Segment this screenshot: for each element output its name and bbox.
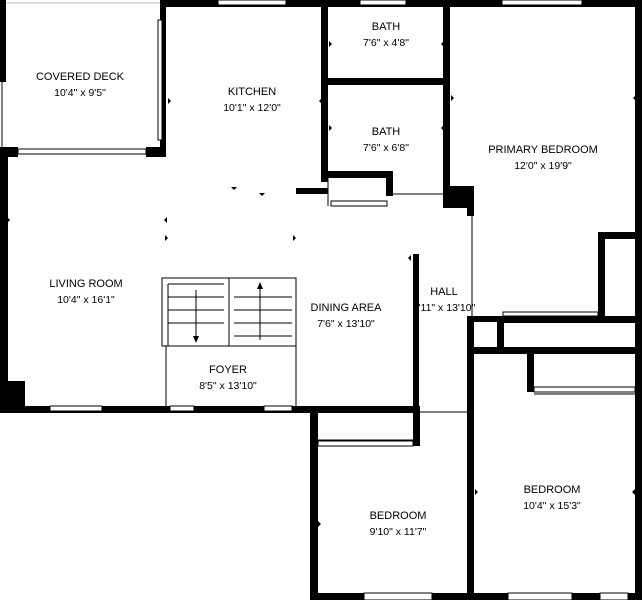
bed-right-closet — [533, 386, 636, 393]
wall-hall-mid — [468, 347, 642, 354]
wall-bath-divider — [321, 78, 449, 85]
wall-bottom-bedrooms — [310, 593, 642, 600]
foyer-name: FOYER — [209, 364, 247, 376]
wall-bath-pocket — [386, 171, 393, 196]
wall-primary-corner — [443, 186, 473, 208]
bedroom-right-dim: 10'4" x 15'3" — [523, 500, 581, 512]
living-room-name: LIVING ROOM — [49, 278, 122, 290]
wall-hall-bottom — [468, 316, 504, 322]
bath-top-dim: 7'6" x 4'8" — [363, 37, 409, 49]
measurement-ticks — [7, 41, 636, 527]
foyer-dim: 8'5" x 13'10" — [199, 380, 257, 392]
wall-primary-bottom — [497, 316, 642, 323]
wall-bed-right-closet-left — [527, 347, 534, 392]
wall-bottom-main — [0, 406, 420, 413]
wall-closet-stub — [497, 316, 504, 352]
bed-right-bottom-window-2 — [599, 592, 629, 600]
wall-hall-left — [413, 254, 419, 413]
bath-mid-dim: 7'6" x 6'8" — [363, 142, 409, 154]
dining-area-dim: 7'6" x 13'10" — [317, 318, 375, 330]
bath-top-window — [359, 0, 407, 6]
wall-bath-bottom-left — [321, 171, 393, 178]
primary-closet-door — [502, 311, 599, 317]
wall-bath-right — [443, 7, 450, 192]
wall-bath-left — [321, 7, 328, 182]
stairs — [161, 277, 297, 406]
dining-area-name: DINING AREA — [311, 302, 383, 314]
wall-primary-left — [467, 186, 474, 216]
bath-mid-name: BATH — [372, 126, 401, 138]
wall-deck-kitchen — [160, 0, 166, 148]
hall-dim: 4'11" x 13'10" — [413, 302, 476, 314]
bed-left-closet — [317, 440, 414, 447]
primary-bedroom-name: PRIMARY BEDROOM — [488, 144, 598, 156]
room-labels: COVERED DECK 10'4" x 9'5" KITCHEN 10'1" … — [36, 21, 598, 538]
bath-top-name: BATH — [372, 21, 401, 33]
wall-right-exterior — [635, 7, 642, 600]
bedroom-left-name: BEDROOM — [370, 510, 427, 522]
hall-name: HALL — [430, 286, 458, 298]
deck-slider-window — [17, 148, 147, 155]
bed-right-bottom-window — [507, 592, 573, 600]
wall-living-left — [0, 150, 8, 412]
wall-deck-corner-right — [146, 147, 166, 157]
bath-vanity — [330, 200, 388, 207]
bedroom-left-dim: 9'10" x 11'7" — [370, 526, 427, 538]
deck-kitchen-glass — [157, 19, 163, 141]
wall-deck-post — [0, 0, 6, 82]
wall-bed-left-left — [310, 406, 318, 600]
kitchen-dim: 10'1" x 12'0" — [223, 102, 281, 114]
wall-closet-top — [598, 232, 642, 239]
living-bottom-window — [49, 405, 103, 412]
wall-hall-right-lower — [467, 316, 474, 600]
primary-top-window — [501, 0, 583, 6]
wall-bed-left-closet — [413, 406, 420, 446]
bed-left-bottom-window — [363, 592, 433, 600]
wall-kitchen-stub — [296, 188, 328, 194]
covered-deck-dim: 10'4" x 9'5" — [54, 87, 106, 99]
stairs-arrow-up — [257, 282, 263, 289]
living-room-dim: 10'4" x 16'1" — [57, 294, 115, 306]
covered-deck-name: COVERED DECK — [36, 71, 125, 83]
kitchen-name: KITCHEN — [228, 86, 276, 98]
wall-deck-corner-left — [0, 147, 18, 157]
foyer-door-right — [263, 405, 293, 412]
stairs-arrow-down — [193, 336, 199, 343]
kitchen-top-window — [217, 0, 287, 6]
primary-bedroom-dim: 12'0" x 19'9" — [514, 160, 572, 172]
foyer-door-left — [169, 405, 195, 412]
bedroom-right-name: BEDROOM — [524, 484, 581, 496]
